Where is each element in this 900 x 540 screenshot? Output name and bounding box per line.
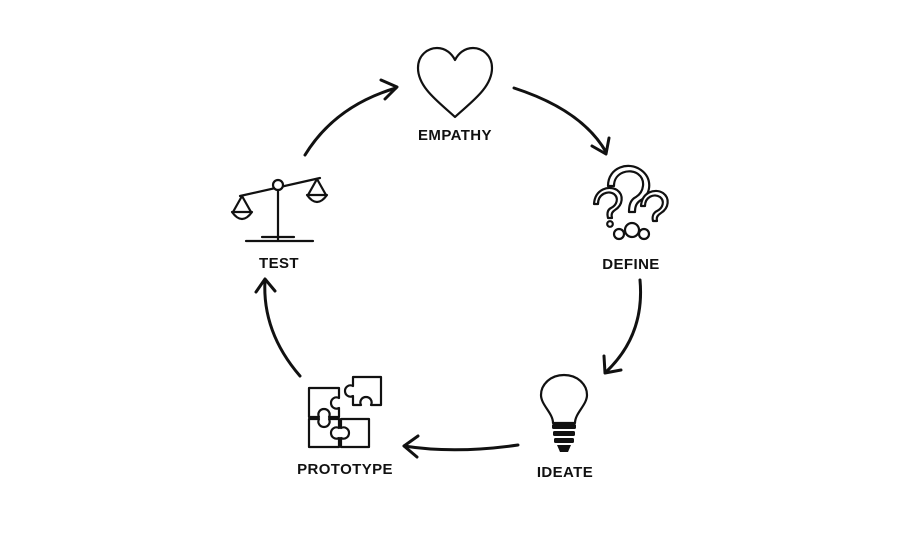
- stage-define: DEFINE: [592, 164, 669, 273]
- cycle-arrows: [254, 78, 643, 459]
- arrow-define-to-ideate: [602, 278, 643, 375]
- stage-ideate: IDEATE: [537, 373, 593, 481]
- arrow-empathy-to-define: [512, 86, 611, 156]
- stage-test: TEST: [230, 176, 329, 272]
- balance-scale-icon: [230, 176, 329, 243]
- stage-label-ideate: IDEATE: [537, 464, 593, 481]
- stage-label-test: TEST: [259, 255, 299, 272]
- stage-empathy: EMPATHY: [416, 46, 494, 144]
- question-marks-icon: [592, 164, 669, 241]
- arrow-ideate-to-prototype: [402, 434, 520, 459]
- stage-label-define: DEFINE: [602, 256, 659, 273]
- lightbulb-icon: [539, 373, 589, 452]
- stage-label-empathy: EMPATHY: [418, 127, 492, 144]
- stage-prototype: PROTOTYPE: [297, 375, 393, 478]
- arrow-prototype-to-test: [254, 277, 302, 378]
- puzzle-pieces-icon: [307, 375, 383, 449]
- heart-icon: [416, 46, 494, 119]
- stage-label-prototype: PROTOTYPE: [297, 461, 393, 478]
- arrow-test-to-empathy: [303, 78, 399, 157]
